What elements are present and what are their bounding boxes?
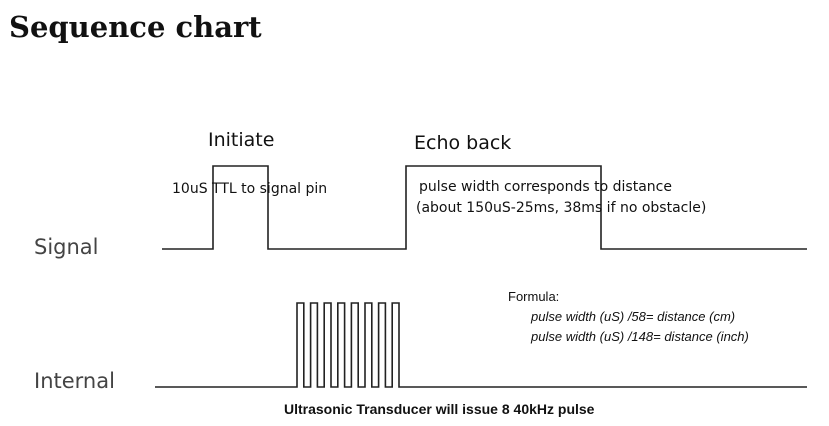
internal-row-label: Internal [34,369,115,393]
ttl-note: 10uS TTL to signal pin [172,181,327,197]
formula-inch: pulse width (uS) /148= distance (inch) [530,329,749,344]
pulse-range-note: (about 150uS-25ms, 38ms if no obstacle) [416,200,706,216]
signal-row-label: Signal [34,235,99,259]
echo-back-label: Echo back [414,132,511,154]
formula-cm: pulse width (uS) /58= distance (cm) [530,309,735,324]
internal-waveform [155,302,807,388]
formula-heading: Formula: [508,289,559,304]
signal-waveform [162,165,807,250]
transducer-caption: Ultrasonic Transducer will issue 8 40kHz… [284,401,595,417]
pulse-width-note: pulse width corresponds to distance [419,179,672,195]
initiate-label: Initiate [208,129,274,151]
page-title: Sequence chart [9,10,262,44]
